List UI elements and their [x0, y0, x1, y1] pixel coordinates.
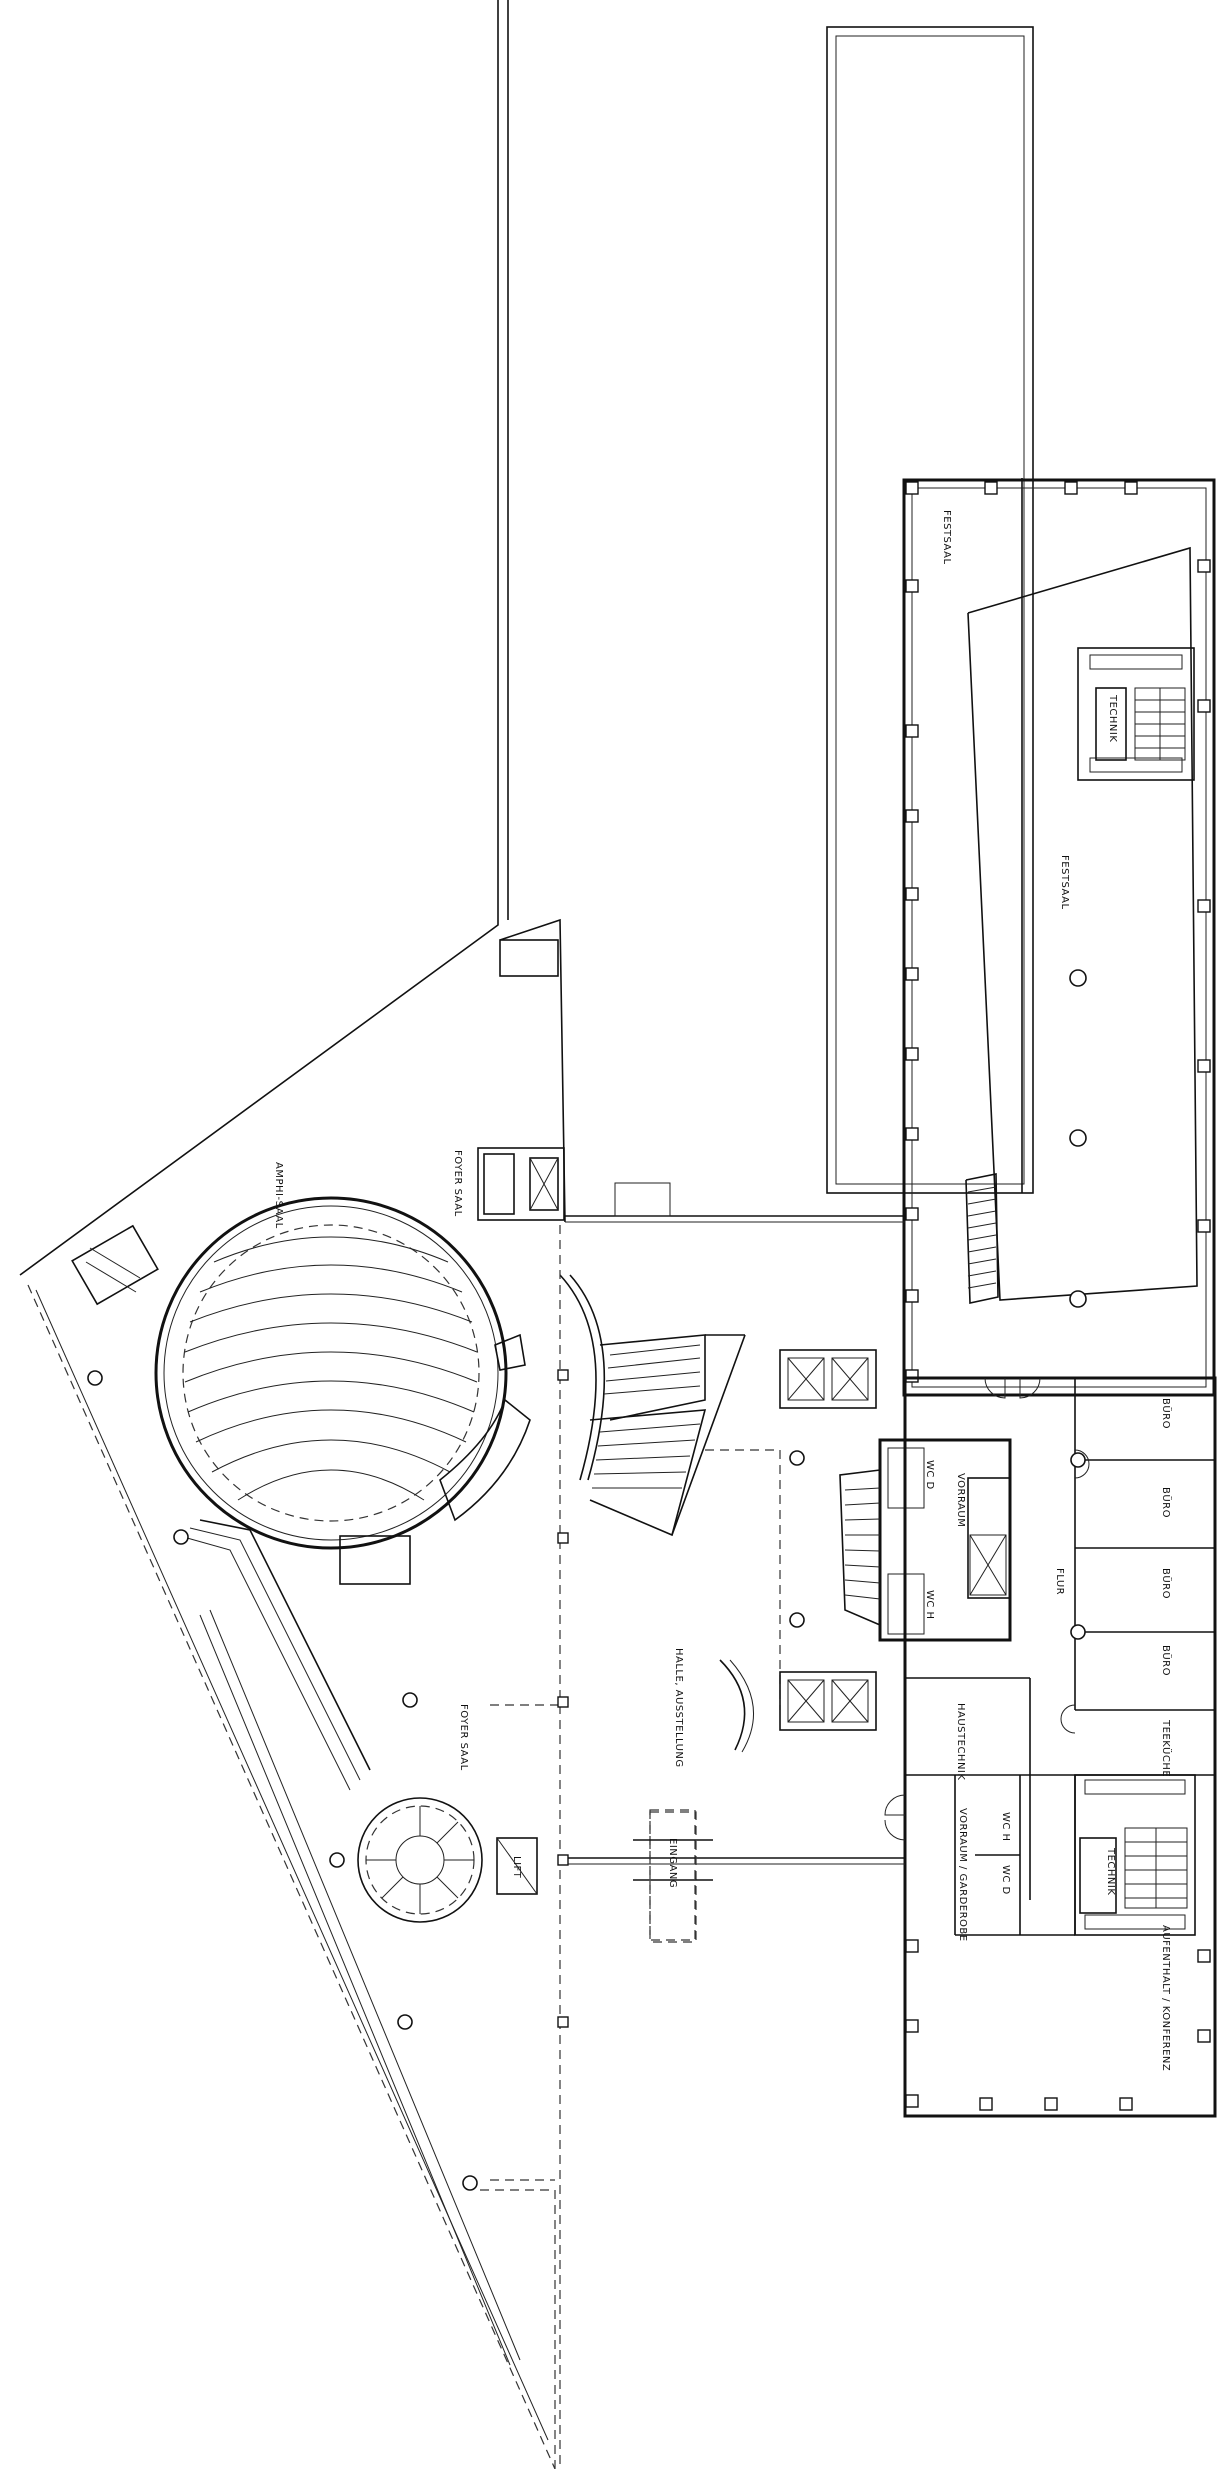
void-outline: [490, 1225, 781, 2469]
entrance-facade: [565, 1811, 905, 1943]
label-foyer-saal-south: FOYER SAAL: [458, 1704, 469, 1771]
room-labels: FESTSAAL FESTSAAL TECHNIK FOYER SAAL AMP…: [273, 510, 1173, 2071]
column-icon: [462, 2175, 478, 2191]
stair-icon: [1124, 1827, 1188, 1909]
site-boundary: [19, 0, 556, 2469]
office-wall-piers: [905, 1939, 1211, 2111]
column-icon: [173, 1529, 189, 1545]
door-swing-icon: [1074, 1449, 1090, 1479]
label-festsaal: FESTSAAL: [1059, 855, 1070, 910]
festsaal-wing: [902, 478, 1216, 1397]
elevator-icon: [496, 1837, 538, 1895]
hall-sculpture: [719, 1659, 746, 1751]
stair-icon: [839, 1469, 881, 1626]
door-swing-icon: [1060, 1704, 1076, 1734]
elevator-icon: [779, 1349, 877, 1409]
label-foyer-saal-north: FOYER SAAL: [452, 1150, 463, 1217]
column-icon: [1070, 1452, 1086, 1468]
label-aufenthalt: AUFENTHALT / KONFERENZ: [1160, 1925, 1171, 2071]
terrace-outline: [826, 26, 1034, 1194]
elevator-icon: [969, 1534, 1007, 1596]
label-lift: LIFT: [511, 1856, 522, 1879]
label-wc-d-1: WC D: [924, 1460, 935, 1490]
glass-facade: [565, 1182, 905, 1223]
column-icon: [1070, 1624, 1086, 1640]
label-wc-h-2: WC H: [1000, 1812, 1011, 1842]
label-eingang: EINGANG: [667, 1838, 678, 1888]
door-swing-icon: [884, 1819, 906, 1841]
column-icon: [789, 1450, 805, 1466]
label-flur: FLUR: [1054, 1568, 1065, 1595]
stair-icon: [965, 1173, 999, 1304]
stair-icon: [439, 1333, 531, 1522]
label-halle: HALLE, AUSSTELLUNG: [673, 1648, 684, 1768]
column-icon: [789, 1612, 805, 1628]
elevator-icon: [477, 1147, 565, 1221]
technik-north-core: [1077, 647, 1195, 781]
column-icon: [397, 2014, 413, 2030]
label-buero-1: BÜRO: [1160, 1398, 1173, 1429]
label-wc-d-2: WC D: [1000, 1865, 1011, 1895]
label-technik-north: TECHNIK: [1107, 694, 1118, 742]
label-haustechnik: HAUSTECHNIK: [955, 1703, 966, 1780]
door-swing-icon: [984, 1377, 1006, 1399]
column-icon: [402, 1692, 418, 1708]
elevator-icon: [779, 1671, 877, 1731]
label-vorraum-garderobe: VORRAUM / GARDEROBE: [957, 1808, 968, 1942]
column-icon: [1069, 1129, 1087, 1147]
stair-icon: [71, 1224, 159, 1306]
label-teekueche: TEEKÜCHE: [1160, 1719, 1173, 1777]
stair-icon: [1134, 687, 1186, 761]
column-icon: [1069, 969, 1087, 987]
label-technik-south: TECHNIK: [1105, 1847, 1116, 1895]
festsaal-wall-piers: [905, 481, 1211, 1383]
column-icon: [329, 1852, 345, 1868]
spiral-stair: [357, 1797, 483, 1923]
hall-stairs: [559, 1274, 746, 1537]
door-swing-icon: [1019, 1377, 1041, 1399]
label-buero-4: BÜRO: [1160, 1645, 1173, 1676]
label-wc-h-1: WC H: [924, 1590, 935, 1620]
label-buero-2: BÜRO: [1160, 1487, 1173, 1518]
technik-south-core: [1074, 1774, 1196, 1936]
column-icon: [87, 1370, 103, 1386]
label-vorraum: VORRAUM: [955, 1473, 966, 1527]
office-block: [884, 1376, 1217, 2118]
label-amphi-saal: AMPHI-SAAL: [273, 1162, 284, 1229]
label-festsaal-north: FESTSAAL: [941, 510, 952, 565]
label-buero-3: BÜRO: [1160, 1568, 1173, 1599]
ramp-lines: [179, 1519, 521, 2366]
void-outline: [480, 2189, 556, 2469]
amphi-saal: [154, 1196, 531, 1585]
column-icon: [1069, 1290, 1087, 1308]
door-swing-icon: [884, 1794, 906, 1816]
